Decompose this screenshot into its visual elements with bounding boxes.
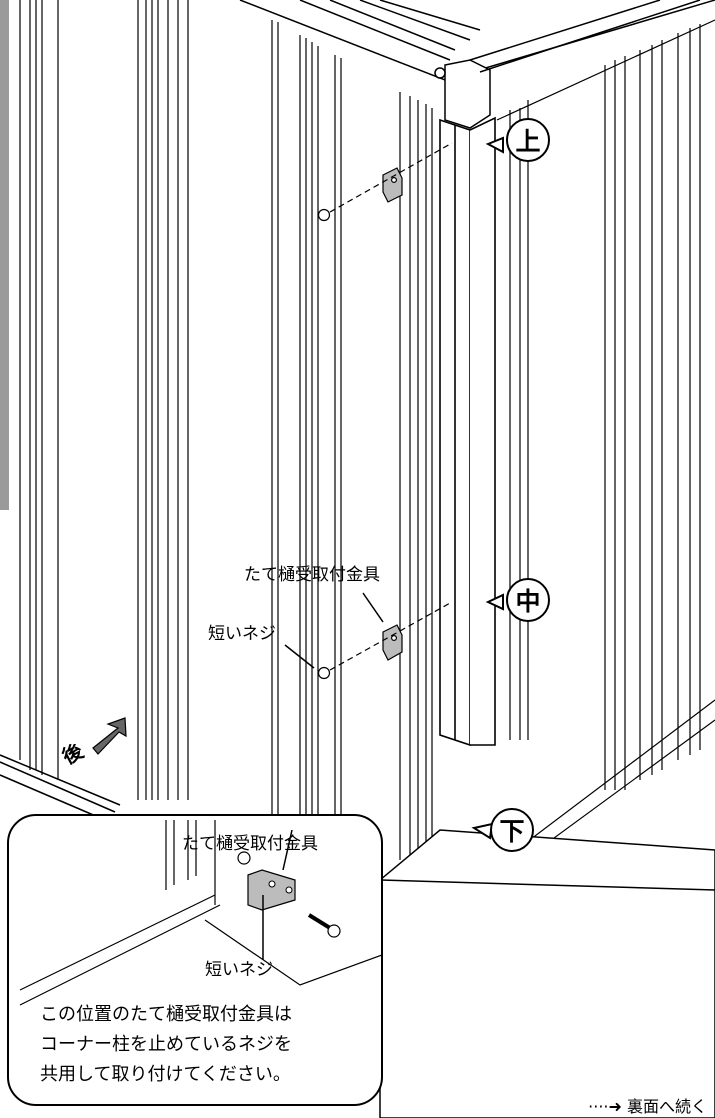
bracket-top bbox=[317, 142, 453, 222]
gutter-bracket-label: たて樋受取付金具 bbox=[244, 565, 380, 585]
dotted-arrow-icon: ····➜ bbox=[588, 1097, 627, 1116]
roof bbox=[239, 0, 715, 129]
corner-post bbox=[439, 116, 496, 747]
marker-top: 上 bbox=[506, 118, 550, 162]
continue-text: 裏面へ続く bbox=[626, 1097, 707, 1116]
marker-bottom: 下 bbox=[490, 808, 534, 852]
continue-note: ····➜ 裏面へ続く bbox=[588, 1093, 707, 1117]
base-block bbox=[379, 829, 715, 1118]
short-screw-label: 短いネジ bbox=[208, 624, 276, 644]
panel-edge-bar bbox=[0, 0, 9, 510]
inset-note: この位置のたて樋受取付金具は コーナー柱を止めているネジを 共用して取り付けてく… bbox=[40, 1000, 380, 1090]
left-wall-panel bbox=[19, 0, 189, 800]
marker-middle: 中 bbox=[506, 578, 550, 622]
bracket-middle bbox=[284, 592, 453, 680]
note-line-2: コーナー柱を止めているネジを bbox=[40, 1034, 292, 1055]
back-arrow-icon bbox=[92, 717, 127, 755]
front-wall-panel bbox=[271, 20, 433, 874]
base-rail-left bbox=[0, 754, 121, 821]
right-wall-panel bbox=[489, 19, 715, 886]
note-line-1: この位置のたて樋受取付金具は bbox=[40, 1004, 292, 1025]
inset-panel bbox=[7, 814, 383, 1106]
inset-gutter-bracket-label: たて樋受取付金具 bbox=[182, 834, 318, 854]
note-line-3: 共用して取り付けてください。 bbox=[40, 1064, 291, 1085]
inset-short-screw-label: 短いネジ bbox=[205, 960, 273, 980]
